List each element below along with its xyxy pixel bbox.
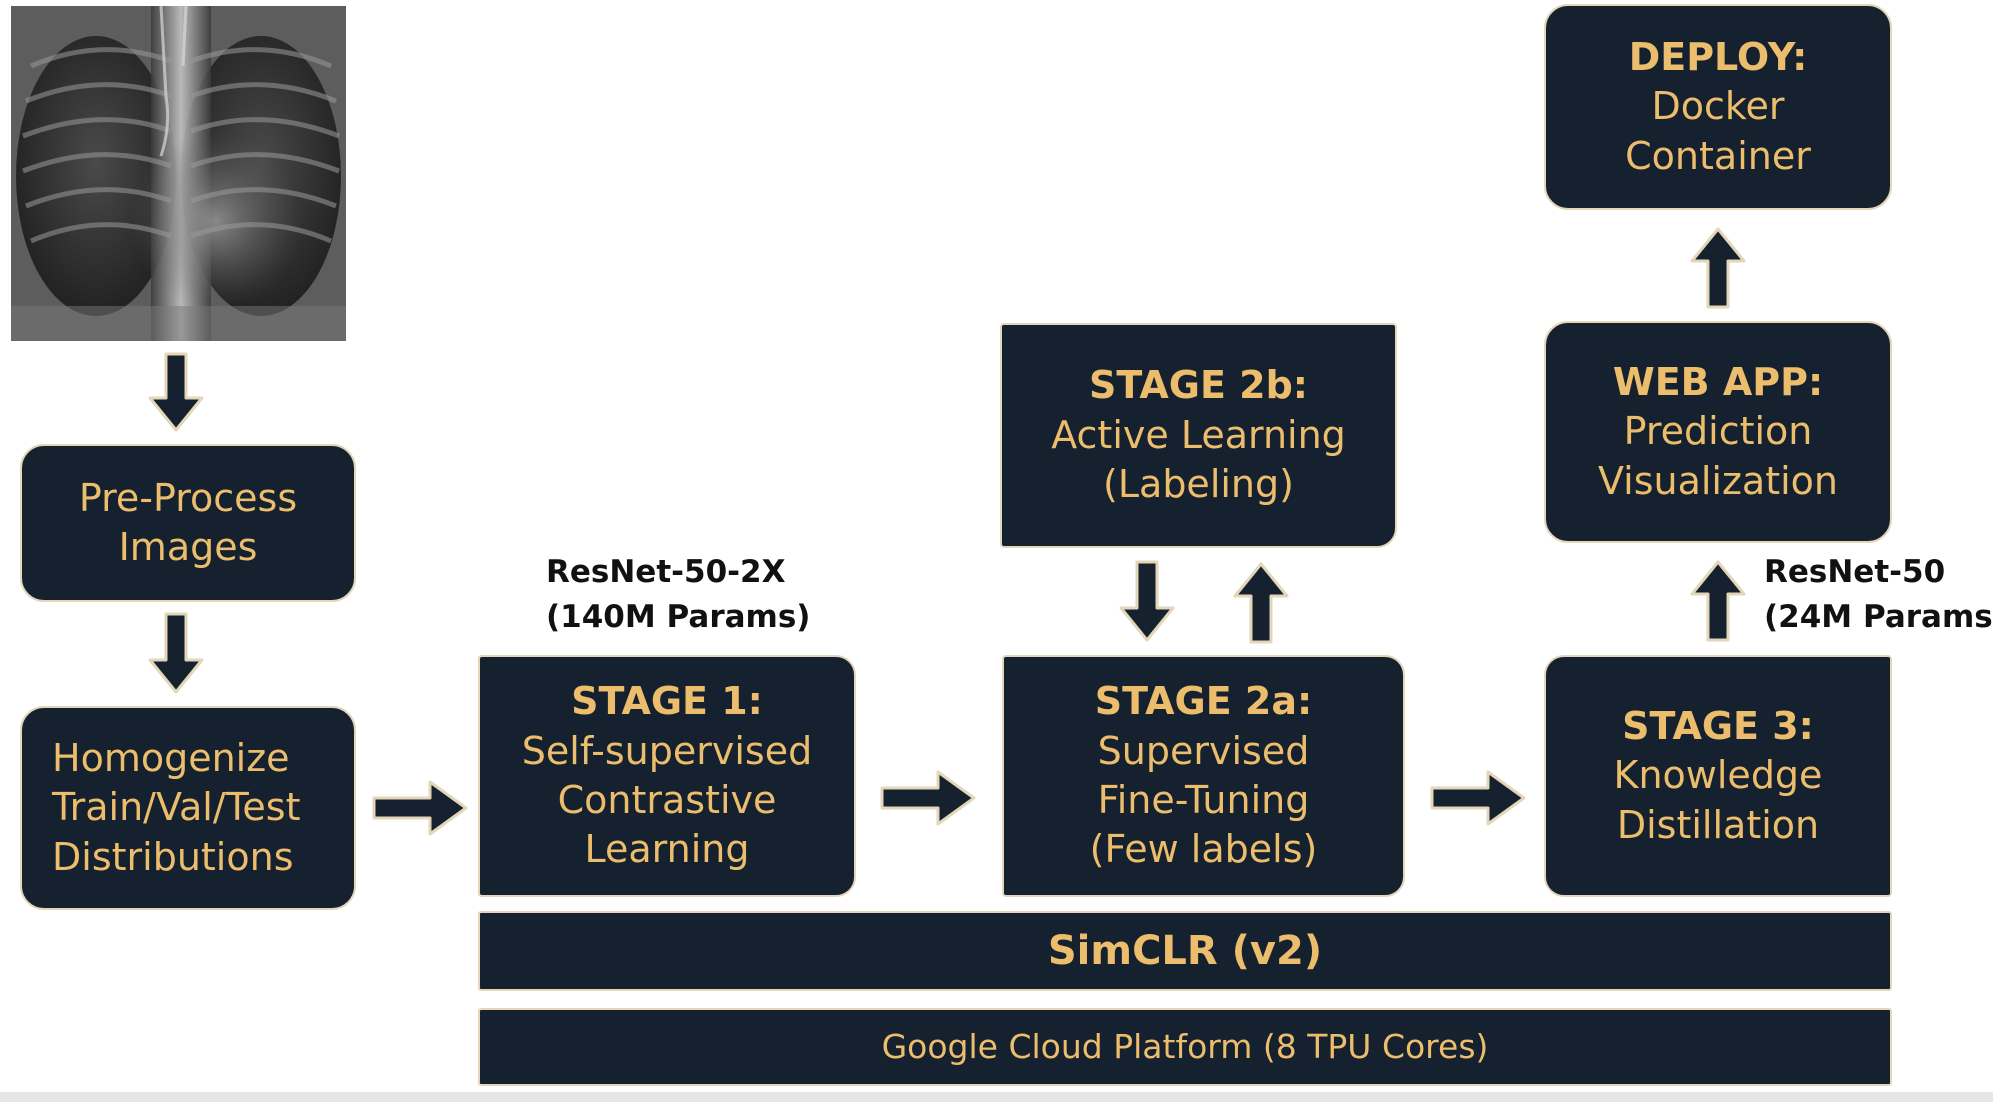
webapp-title: WEB APP:: [1612, 359, 1824, 404]
resnet50-2x-line-1: ResNet-50-2X: [546, 554, 786, 590]
preprocess-line-1: Pre-Process: [78, 475, 298, 520]
arrow-right-homogenize-to-stage1: [372, 780, 468, 836]
preprocess-line-2: Images: [118, 525, 258, 569]
stage2b-line-2: (Labeling): [1103, 462, 1294, 507]
stage3-box: STAGE 3: Knowledge Distillation: [1544, 655, 1892, 897]
homogenize-line-2: Train/Val/Test: [52, 785, 301, 830]
stage2b-title: STAGE 2b:: [1089, 363, 1308, 408]
simclr-title: SimCLR (v2): [1047, 928, 1323, 974]
arrow-down-stage2b-to-stage2a: [1119, 560, 1175, 642]
deploy-line-2: Container: [1625, 133, 1811, 178]
stage2b-box: STAGE 2b: Active Learning (Labeling): [1000, 323, 1397, 548]
gcp-label: Google Cloud Platform (8 TPU Cores): [881, 1026, 1489, 1066]
arrow-right-stage1-to-stage2a: [880, 770, 976, 826]
stage1-box: STAGE 1: Self-supervised Contrastive Lea…: [478, 655, 856, 897]
resnet50-2x-annotation: ResNet-50-2X (140M Params): [546, 550, 810, 640]
arrow-right-stage2a-to-stage3: [1430, 770, 1526, 826]
stage3-line-1: Knowledge: [1613, 753, 1823, 798]
preprocess-box: Pre-Process Images: [20, 444, 356, 602]
stage1-title: STAGE 1:: [571, 679, 763, 724]
homogenize-box: Homogenize Train/Val/Test Distributions: [20, 706, 356, 910]
arrow-down-xray-to-preprocess: [148, 352, 204, 432]
arrow-down-preprocess-to-homogenize: [148, 612, 204, 694]
xray-graphic: [11, 6, 346, 341]
arrow-up-stage2a-to-stage2b: [1233, 562, 1289, 644]
bottom-scroll-band: [0, 1092, 1993, 1102]
stage3-title: STAGE 3:: [1622, 703, 1814, 748]
resnet50-line-2: (24M Params): [1764, 598, 1993, 635]
stage2a-line-3: (Few labels): [1089, 827, 1318, 872]
arrow-up-webapp-to-deploy: [1690, 227, 1746, 309]
stage2a-title: STAGE 2a:: [1094, 679, 1313, 724]
stage2a-line-2: Fine-Tuning: [1097, 778, 1310, 822]
deploy-line-1: Docker: [1651, 84, 1785, 129]
stage2a-line-1: Supervised: [1097, 728, 1310, 773]
webapp-line-1: Prediction: [1623, 409, 1813, 454]
resnet50-line-1: ResNet-50: [1764, 554, 1946, 590]
webapp-box: WEB APP: Prediction Visualization: [1544, 321, 1892, 543]
stage1-line-2: Contrastive: [557, 778, 777, 822]
stage2b-line-1: Active Learning: [1051, 412, 1346, 457]
gcp-bar: Google Cloud Platform (8 TPU Cores): [478, 1008, 1892, 1086]
resnet50-2x-line-2: (140M Params): [546, 598, 811, 635]
deploy-title: DEPLOY:: [1628, 34, 1808, 79]
chest-xray-image: [11, 6, 346, 341]
stage1-line-3: Learning: [584, 827, 750, 872]
stage1-line-1: Self-supervised: [521, 728, 813, 773]
homogenize-line-1: Homogenize: [52, 735, 290, 780]
stage3-line-2: Distillation: [1616, 802, 1820, 847]
stage2a-box: STAGE 2a: Supervised Fine-Tuning (Few la…: [1002, 655, 1405, 897]
simclr-bar: SimCLR (v2): [478, 911, 1892, 991]
resnet50-annotation: ResNet-50 (24M Params): [1764, 550, 1993, 640]
deploy-box: DEPLOY: Docker Container: [1544, 4, 1892, 210]
homogenize-line-3: Distributions: [52, 834, 294, 879]
webapp-line-2: Visualization: [1597, 458, 1839, 503]
arrow-up-stage3-to-webapp: [1690, 560, 1746, 642]
